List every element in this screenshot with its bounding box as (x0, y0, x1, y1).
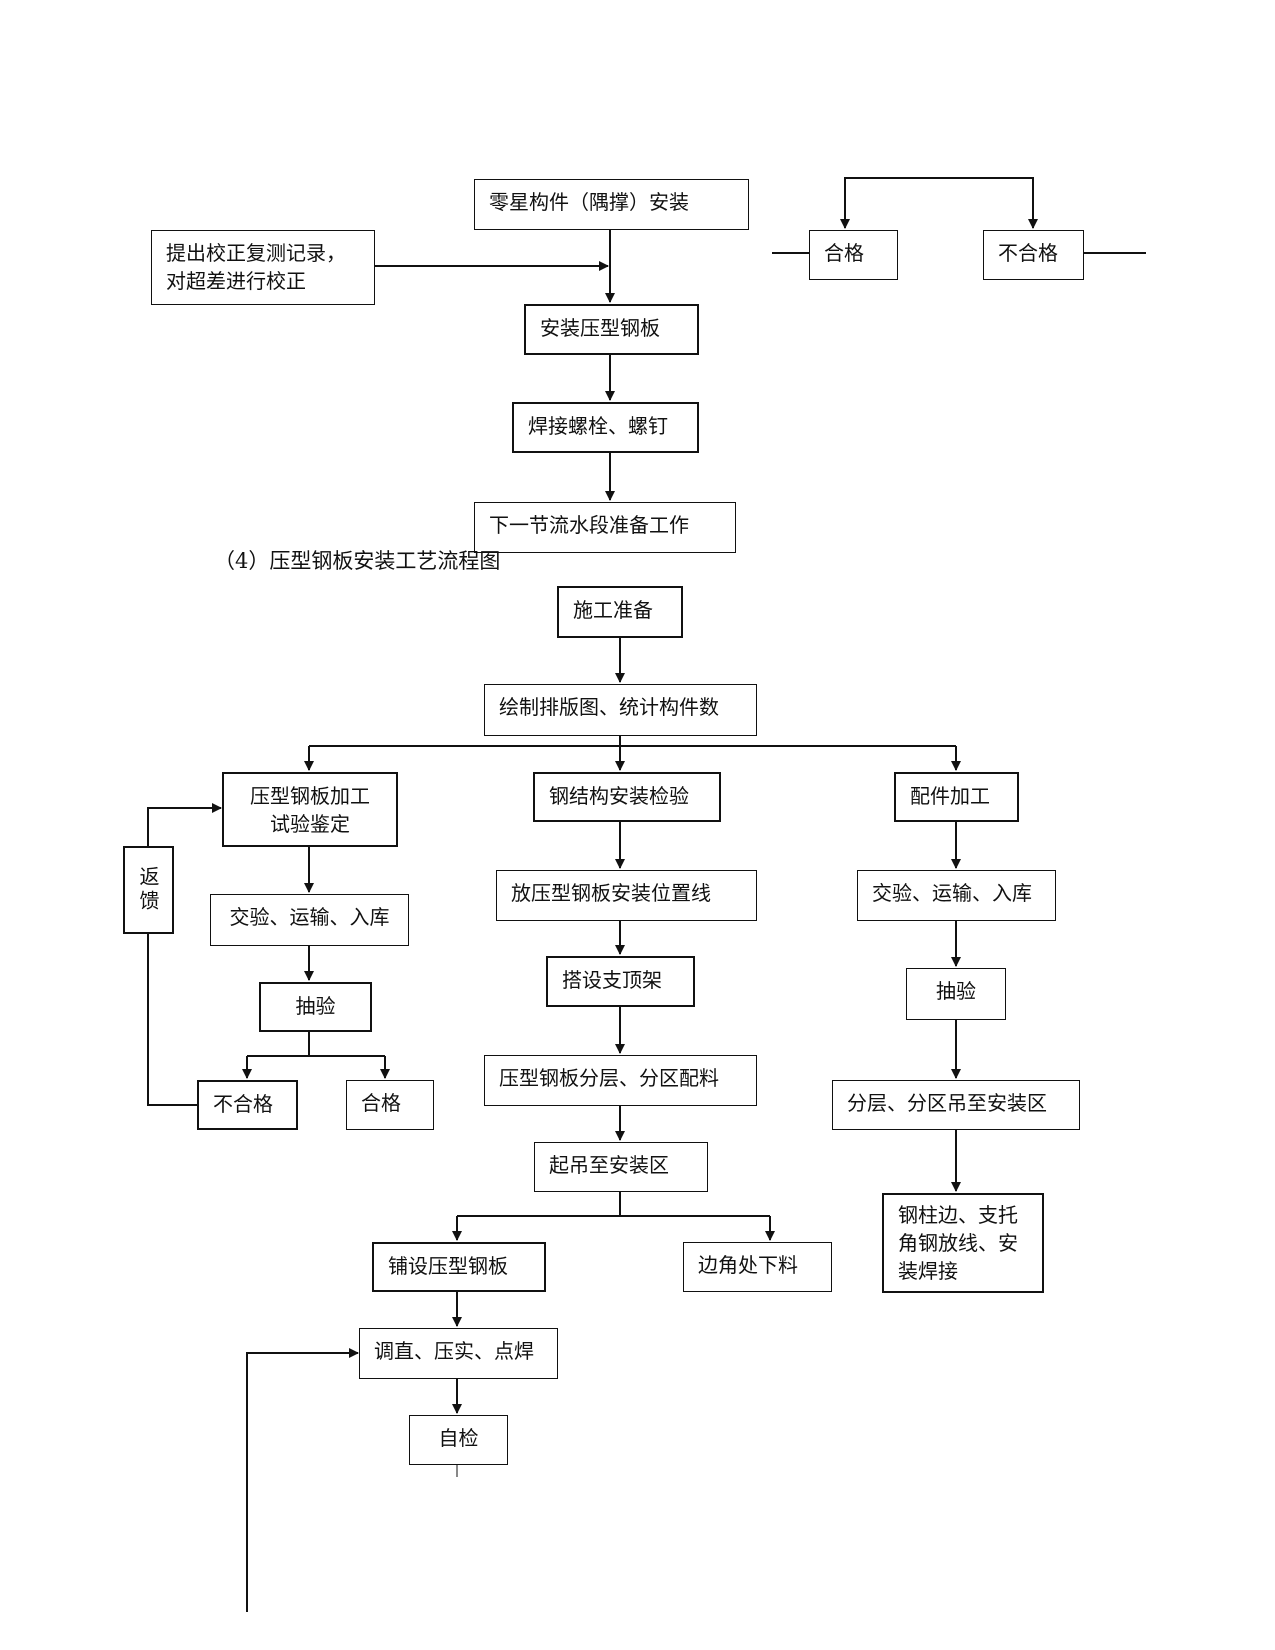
node-top-pass: 合格 (809, 230, 898, 280)
node-right-lift: 分层、分区吊至安装区 (832, 1080, 1080, 1130)
node-parts-processing: 配件加工 (894, 772, 1019, 822)
node-self-check: 自检 (409, 1415, 508, 1465)
node-draw-layout: 绘制排版图、统计构件数 (484, 684, 757, 736)
node-prep: 施工准备 (557, 586, 683, 638)
node-weld-bolts: 焊接螺栓、螺钉 (512, 402, 699, 453)
node-left-transport: 交验、运输、入库 (210, 894, 409, 946)
line-top-split (844, 177, 1034, 228)
node-steel-inspection: 钢结构安装检验 (533, 772, 721, 822)
node-right-transport: 交验、运输、入库 (857, 870, 1056, 921)
node-left-pass: 合格 (346, 1080, 434, 1130)
node-column-weld: 钢柱边、支托 角钢放线、安 装焊接 (882, 1193, 1044, 1293)
node-next-section: 下一节流水段准备工作 (474, 502, 736, 553)
node-lift-middle: 起吊至安装区 (534, 1142, 708, 1192)
node-right-sample: 抽验 (906, 968, 1006, 1020)
node-install-minor-parts: 零星构件（隅撑）安装 (474, 179, 749, 230)
node-feedback: 返馈 (123, 846, 174, 934)
node-top-fail: 不合格 (983, 230, 1084, 280)
node-install-deck-top: 安装压型钢板 (524, 304, 699, 355)
node-position-lines: 放压型钢板安装位置线 (496, 870, 757, 921)
node-lay-deck: 铺设压型钢板 (372, 1242, 546, 1292)
node-support-frame: 搭设支顶架 (546, 956, 695, 1007)
node-adjust-weld: 调直、压实、点焊 (359, 1328, 558, 1379)
node-deck-processing: 压型钢板加工 试验鉴定 (222, 772, 398, 847)
node-left-sample: 抽验 (259, 982, 372, 1032)
diagram-caption: （4）压型钢板安装工艺流程图 (214, 549, 501, 573)
node-correction-record: 提出校正复测记录， 对超差进行校正 (151, 230, 375, 305)
node-layer-material: 压型钢板分层、分区配料 (484, 1055, 757, 1106)
node-corner-cut: 边角处下料 (683, 1242, 832, 1292)
node-left-fail: 不合格 (197, 1080, 298, 1130)
